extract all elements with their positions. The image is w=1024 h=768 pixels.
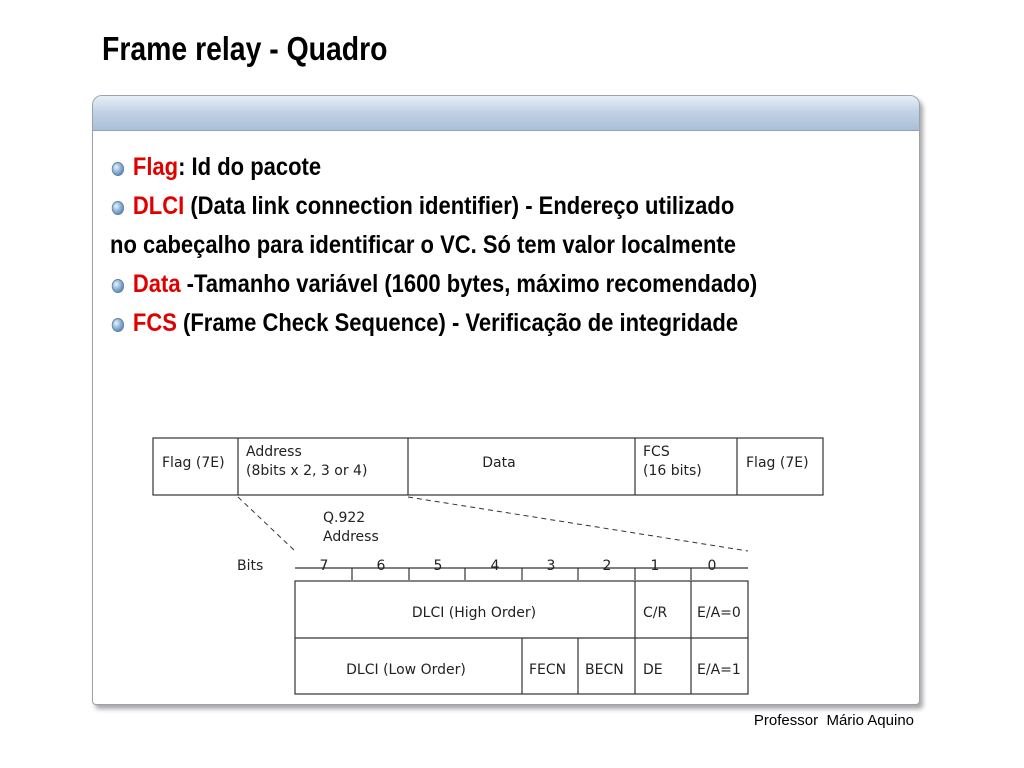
frame-format [152, 437, 824, 496]
expansion-line-right [407, 496, 749, 552]
frame-outline [152, 437, 824, 496]
bullet-text: -Tamanho variável (1600 bytes, máximo re… [180, 270, 758, 298]
de-bit: DE [643, 662, 663, 678]
frame-data: Data [482, 455, 515, 471]
ea1-bit: E/A=1 [697, 662, 741, 678]
fecn-bit: FECN [529, 662, 566, 678]
bullet-keyword: Data [132, 270, 181, 298]
frame-flag-left: Flag (7E) [162, 455, 225, 471]
bullet-keyword: Flag [132, 153, 179, 181]
panel-header-bar [93, 96, 919, 131]
footer-credit: Professor Mário Aquino [753, 712, 914, 729]
bullet-item-fcs: FCS (Frame Check Sequence) - Verificação… [110, 304, 757, 343]
q922-address-label: Address [323, 529, 379, 545]
bit-number: 6 [377, 558, 386, 574]
dlci-high-order: DLCI (High Order) [412, 605, 536, 621]
bit-number: 5 [434, 558, 443, 574]
frame-fcs-label: FCS [643, 444, 670, 460]
q922-label: Q.922 [323, 510, 365, 526]
bits-label: Bits [237, 558, 263, 574]
frame-fcs-size: (16 bits) [643, 463, 702, 479]
address-table [294, 580, 749, 695]
becn-bit: BECN [585, 662, 624, 678]
dlci-low-order: DLCI (Low Order) [346, 662, 466, 678]
bullet-text: (Data link connection identifier) - Ende… [184, 192, 735, 220]
bullet-text: : Id do pacote [178, 153, 322, 181]
bit-number: 7 [320, 558, 329, 574]
bit-number: 3 [547, 558, 556, 574]
bullet-icon [111, 279, 125, 293]
bullet-item-flag: Flag: Id do pacote [110, 148, 757, 187]
bullet-item-dlci: DLCI (Data link connection identifier) -… [110, 187, 757, 265]
bullet-text: (Frame Check Sequence) - Verificação de … [176, 309, 739, 337]
bullet-text-continuation: no cabeçalho para identificar o VC. Só t… [110, 231, 736, 259]
expansion-lines [237, 496, 749, 552]
ea0-bit: E/A=0 [697, 605, 741, 621]
bit-number: 2 [603, 558, 612, 574]
frame-address-size: (8bits x 2, 3 or 4) [246, 463, 367, 479]
bit-number: 0 [708, 558, 717, 574]
bit-ticks [295, 567, 748, 580]
frame-address-label: Address [246, 444, 302, 460]
content-panel [92, 95, 920, 705]
bullet-icon [111, 318, 125, 332]
frame-flag-right: Flag (7E) [746, 455, 809, 471]
bullet-icon [111, 201, 125, 215]
bullet-keyword: FCS [132, 309, 177, 337]
slide-title: Frame relay - Quadro [102, 30, 388, 67]
expansion-line-left [237, 496, 296, 552]
cr-bit: C/R [643, 605, 667, 621]
bullet-icon [111, 162, 125, 176]
bullet-list: Flag: Id do pacote DLCI (Data link conne… [110, 148, 846, 343]
bit-number: 1 [651, 558, 660, 574]
bullet-item-data: Data -Tamanho variável (1600 bytes, máxi… [110, 265, 757, 304]
bullet-keyword: DLCI [132, 192, 185, 220]
bit-number: 4 [491, 558, 500, 574]
